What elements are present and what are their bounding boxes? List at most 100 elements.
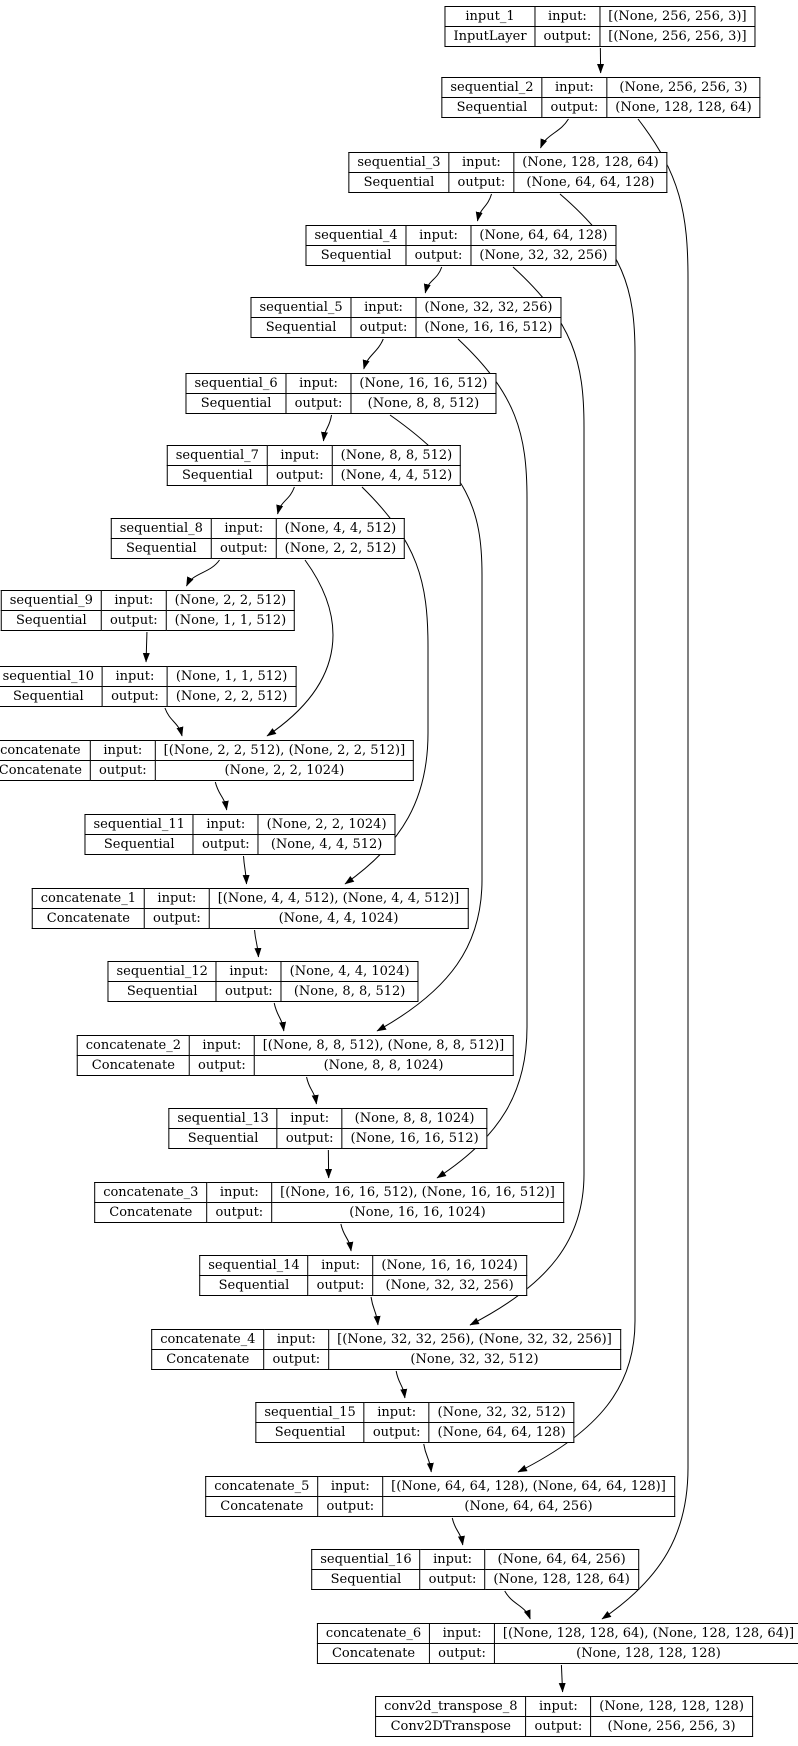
output-shape: [(None, 256, 256, 3)] <box>599 26 756 47</box>
output-label: output: <box>317 1496 384 1517</box>
edge-sequential_6-sequential_7 <box>321 414 333 442</box>
input-label: input: <box>89 740 156 761</box>
input-shape: [(None, 256, 256, 3)] <box>599 6 756 27</box>
input-shape: (None, 256, 256, 3) <box>606 77 761 98</box>
layer-name: sequential_3 <box>348 152 450 173</box>
layer-name: concatenate_3 <box>94 1182 208 1203</box>
output-label: output: <box>534 26 601 47</box>
layer-name: sequential_9 <box>0 590 102 611</box>
layer-type: Concatenate <box>205 1496 319 1517</box>
input-label: input: <box>285 373 352 394</box>
output-shape: (None, 256, 256, 3) <box>590 1716 753 1737</box>
output-label: output: <box>89 760 156 781</box>
output-label: output: <box>307 1275 374 1296</box>
edge-sequential_4-sequential_5 <box>423 266 443 294</box>
output-label: output: <box>102 686 168 707</box>
input-shape: [(None, 8, 8, 512), (None, 8, 8, 512)] <box>253 1035 514 1056</box>
layer-type: InputLayer <box>444 26 536 47</box>
edge-sequential_9-sequential_10 <box>142 631 150 663</box>
output-label: output: <box>405 245 472 266</box>
edge-concatenate_1-sequential_12 <box>254 929 262 958</box>
input-shape: [(None, 4, 4, 512), (None, 4, 4, 512)] <box>208 888 469 909</box>
layer-type: Sequential <box>255 1422 365 1443</box>
layer-type: Sequential <box>250 317 352 338</box>
layer-type: Sequential <box>107 981 217 1002</box>
output-label: output: <box>525 1716 592 1737</box>
input-label: input: <box>405 225 472 246</box>
edge-concatenate-sequential_11 <box>214 781 229 811</box>
output-label: output: <box>541 97 608 118</box>
output-label: output: <box>192 834 259 855</box>
input-label: input: <box>102 666 168 687</box>
edge-sequential_5-sequential_6 <box>362 338 384 370</box>
layer-type: Sequential <box>84 834 194 855</box>
output-shape: (None, 32, 32, 256) <box>470 245 617 266</box>
input-shape: (None, 64, 64, 256) <box>484 1549 639 1570</box>
input-shape: (None, 8, 8, 512) <box>331 445 462 466</box>
output-shape: (None, 64, 64, 256) <box>382 1496 675 1517</box>
layer-name: sequential_5 <box>250 297 352 318</box>
output-shape: (None, 128, 128, 64) <box>484 1569 639 1590</box>
layer-name: sequential_11 <box>84 814 194 835</box>
layer-type: Concatenate <box>31 908 145 929</box>
output-label: output: <box>188 1055 255 1076</box>
output-shape: (None, 16, 16, 512) <box>341 1128 488 1149</box>
edge-sequential_12-concatenate_2 <box>273 1002 287 1032</box>
input-label: input: <box>363 1402 430 1423</box>
input-label: input: <box>210 518 277 539</box>
output-shape: (None, 128, 128, 128) <box>493 1643 798 1664</box>
layer-type: Sequential <box>110 538 212 559</box>
layer-name: sequential_4 <box>305 225 407 246</box>
output-shape: (None, 64, 64, 128) <box>513 172 668 193</box>
output-shape: (None, 16, 16, 512) <box>415 317 562 338</box>
layer-type: Sequential <box>441 97 543 118</box>
input-shape: (None, 4, 4, 1024) <box>280 961 419 982</box>
input-label: input: <box>266 445 333 466</box>
input-label: input: <box>350 297 417 318</box>
input-shape: (None, 128, 128, 64) <box>513 152 668 173</box>
layer-type: Sequential <box>0 686 104 707</box>
input-label: input: <box>206 1182 273 1203</box>
layer-type: Sequential <box>166 465 268 486</box>
output-shape: (None, 16, 16, 1024) <box>271 1202 564 1223</box>
output-label: output: <box>215 981 282 1002</box>
output-shape: (None, 64, 64, 128) <box>428 1422 575 1443</box>
input-shape: (None, 32, 32, 256) <box>415 297 562 318</box>
layer-type: Concatenate <box>151 1349 265 1370</box>
edge-sequential_14-concatenate_4 <box>370 1296 381 1326</box>
layer-type: Concatenate <box>316 1643 431 1664</box>
input-label: input: <box>525 1696 592 1717</box>
output-shape: (None, 8, 8, 512) <box>280 981 419 1002</box>
output-shape: (None, 8, 8, 1024) <box>253 1055 514 1076</box>
layer-name: sequential_2 <box>441 77 543 98</box>
edge-sequential_2-sequential_3 <box>540 118 569 149</box>
layer-type: Sequential <box>185 393 287 414</box>
input-shape: (None, 2, 2, 512) <box>165 590 296 611</box>
edge-concatenate_4-sequential_15 <box>395 1370 408 1399</box>
input-shape: (None, 16, 16, 512) <box>350 373 497 394</box>
output-label: output: <box>285 393 352 414</box>
